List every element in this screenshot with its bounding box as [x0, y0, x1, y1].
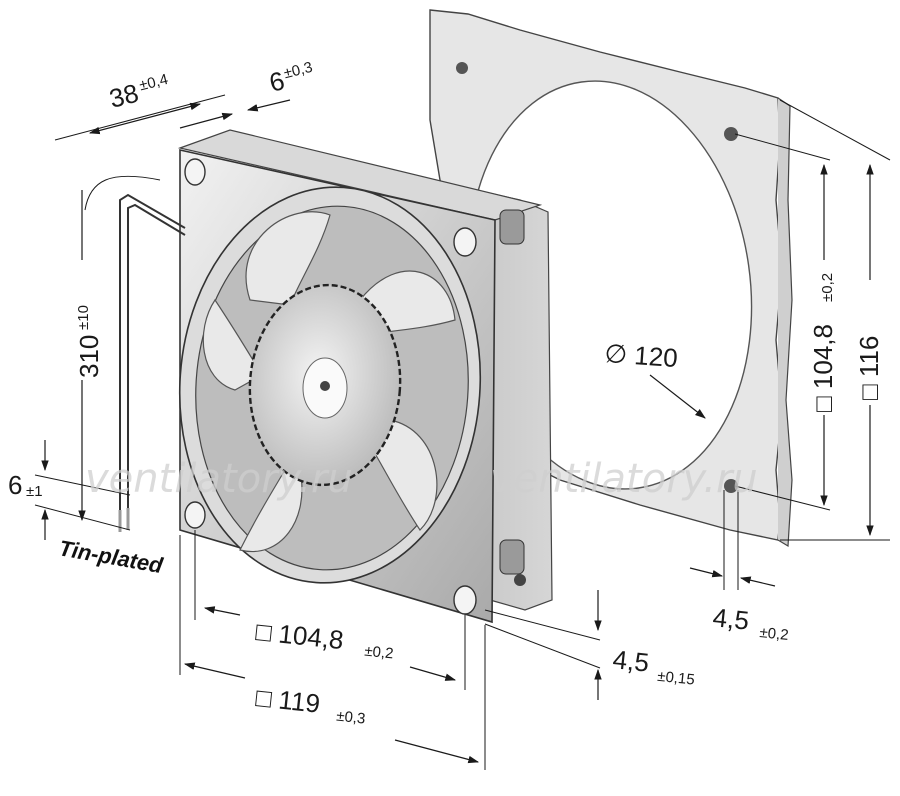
watermark-left: ventilatory.ru [85, 456, 353, 502]
dim-panel-spacing-tol: ±0,2 [819, 273, 836, 302]
dim-front-hole-spacing: □ 104,8 ±0,2 [254, 616, 395, 663]
dim-panel-hole-spacing: □ 104,8 ±0,2 [808, 273, 838, 412]
panel-hole-bottom-right [724, 479, 738, 493]
dim-depth-value: 38 [106, 78, 141, 114]
dim-frame-tol: ±0,3 [336, 708, 367, 728]
dim-flange-6: 6 ±0,3 [266, 59, 314, 98]
dim-front-spacing-tol: ±0,2 [364, 643, 395, 663]
dim-cable-310: 310 ±10 [74, 305, 104, 378]
panel-hole-top-right [724, 127, 738, 141]
dim-front-hole-dia: 4,5 ±0,15 [611, 644, 695, 689]
wire-finish-label: Tin-plated [57, 535, 165, 578]
fan-clip-top [499, 209, 525, 245]
dim-panel-hole-value: 4,5 [711, 602, 750, 636]
fan-clip-bottom [499, 539, 525, 575]
dim-frame-value: □ 119 [254, 682, 321, 719]
dim-flange-value: 6 [266, 65, 287, 98]
dim-cutout-diameter: ∅ 120 [604, 338, 679, 373]
dim-cable-tol: ±10 [75, 305, 92, 330]
dim-flange-tol: ±0,3 [282, 59, 314, 83]
dim-strip-tol: ±1 [26, 483, 43, 500]
dim-panel-size-value: □ 116 [854, 336, 884, 400]
dim-cable-value: 310 [74, 335, 104, 378]
dim-panel-hole-tol: ±0,2 [759, 624, 790, 644]
panel-thickness-edge [777, 97, 793, 548]
dim-depth-tol: ±0,4 [137, 71, 169, 95]
dim-front-hole-tol: ±0,15 [656, 668, 695, 689]
dim-strip-6: 6 ±1 [8, 470, 43, 500]
dim-depth-38: 38 ±0,4 [106, 71, 170, 114]
watermark-right: ventilatory.ru [490, 456, 758, 502]
fan-body [177, 129, 553, 624]
fan-corner-holes [184, 158, 477, 615]
dimension-lines [34, 94, 891, 770]
dim-panel-hole-dia: 4,5 ±0,2 [711, 602, 790, 644]
fan-hub-center [320, 381, 330, 391]
dim-panel-spacing-value: □ 104,8 [808, 324, 838, 412]
dim-frame-size: □ 119 ±0,3 [254, 682, 367, 728]
panel-hole-top-left [456, 62, 468, 74]
dim-front-spacing-value: □ 104,8 [254, 616, 345, 655]
dim-front-hole-value: 4,5 [611, 644, 650, 678]
dim-panel-size: □ 116 [854, 336, 884, 400]
fan-cable [118, 193, 186, 532]
dim-strip-value: 6 [8, 470, 22, 500]
